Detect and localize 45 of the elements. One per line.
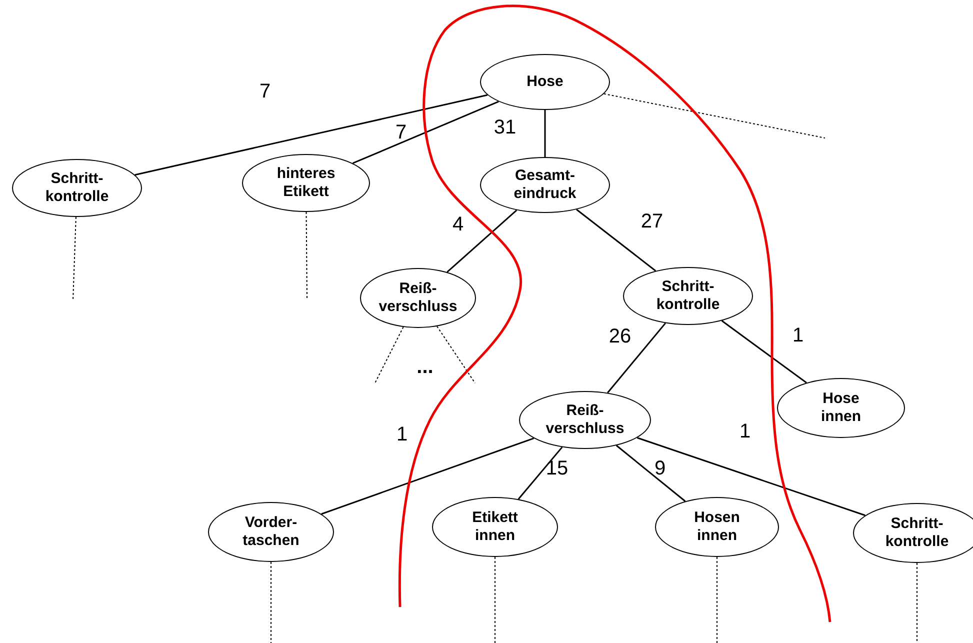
tree-branch [446,210,518,273]
node-label: Schritt- kontrolle [656,278,720,314]
node-label: Reiß- verschluss [546,402,624,438]
dotted-line [716,556,718,643]
node-ellipse [853,503,973,563]
edge-label: 1 [396,424,408,446]
dotted-line [270,562,272,643]
edge-label: 7 [395,122,407,144]
ellipsis-note: ... [416,356,434,380]
node-label: Vorder- taschen [242,514,300,550]
tree-branch [321,438,534,515]
dotted-line [603,93,826,138]
node-label: Hosen innen [694,509,740,545]
edge-label: 31 [494,116,516,140]
edge-label: 27 [640,210,664,234]
dotted-line [436,326,476,384]
edge-label: 26 [608,326,632,348]
tree-branch [721,320,807,384]
tree-branch [544,110,546,157]
tree-branch [607,322,666,394]
dotted-line [916,562,918,643]
edge-label: 1 [739,420,751,444]
node-label: Reiß- verschluss [378,280,458,316]
tree-branch [134,94,488,176]
node-label: Schritt- kontrolle [885,515,949,551]
tree-branch [576,208,656,272]
edge-label: 7 [259,80,271,104]
node-label: Schritt- kontrolle [45,170,109,206]
tree-branch [518,446,563,500]
edge-label: 1 [792,324,804,348]
dotted-line [374,326,404,384]
edge-label: 15 [546,458,568,480]
node-label: Gesamt- eindruck [514,167,576,203]
node-label: hinteres Etikett [276,165,336,201]
tree-branch [616,444,686,502]
dotted-line [72,216,76,300]
dotted-line [306,212,308,298]
tree-branch [352,100,499,164]
edge-label: 9 [654,458,666,480]
node-label: Hose [526,73,564,91]
dotted-line [494,556,496,643]
node-label: Hose innen [821,390,861,426]
node-label: Etikett innen [472,509,518,545]
tree-branch [636,437,866,516]
edge-label: 4 [452,214,464,236]
